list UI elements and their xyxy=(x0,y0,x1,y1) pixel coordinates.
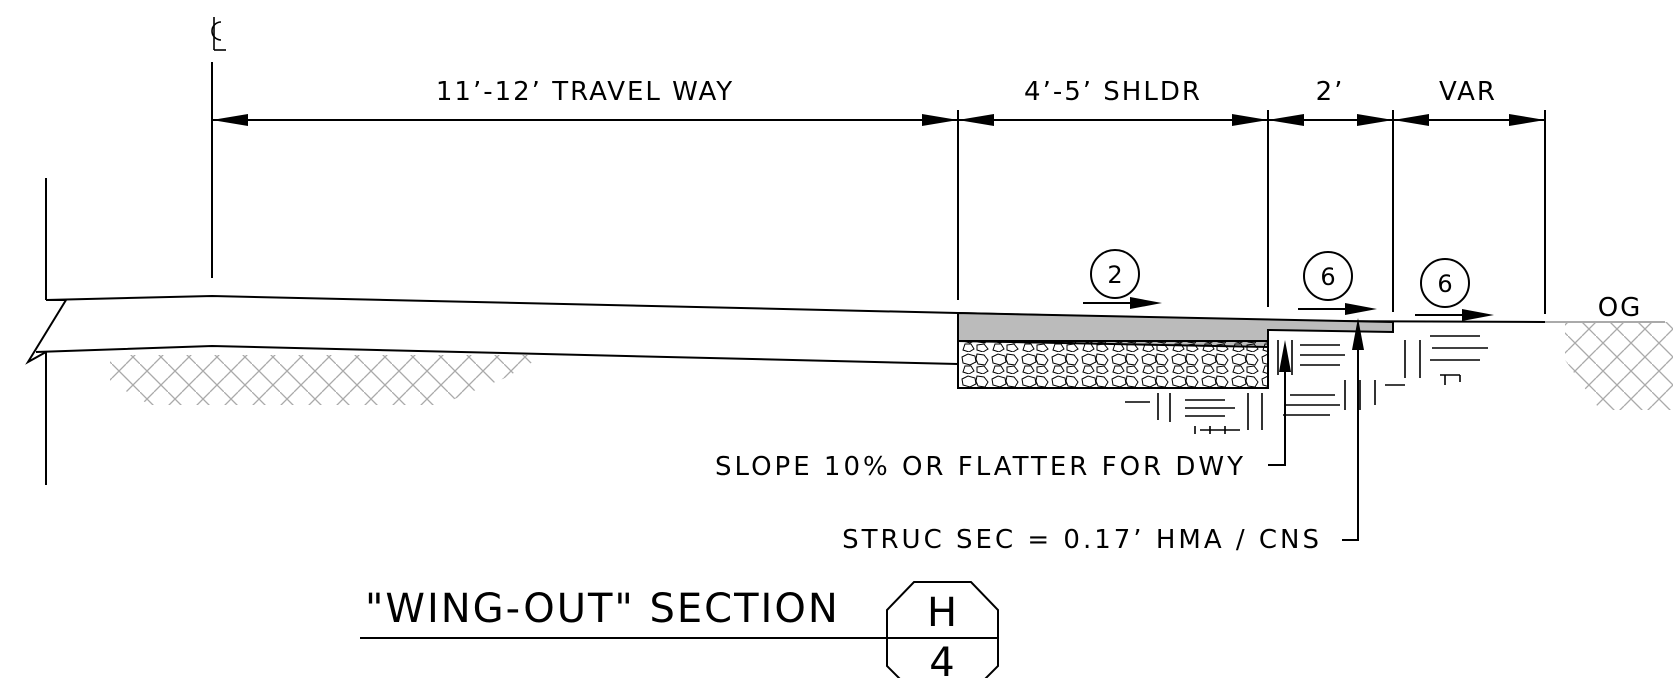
dim-travel-way-label: 11’-12’ TRAVEL WAY xyxy=(436,77,734,107)
leader-slope xyxy=(1268,340,1291,466)
extension-lines xyxy=(957,110,1546,314)
dimension-line xyxy=(212,114,1545,126)
aggregate-base xyxy=(957,340,1269,389)
slope-callout-3-text: 6 xyxy=(1437,270,1452,298)
section-tag-top: H xyxy=(927,590,959,636)
slope-callout-2: 6 xyxy=(1298,251,1377,315)
section-tag: H 4 xyxy=(886,581,999,678)
ground-hatch-right xyxy=(1565,322,1673,410)
slope-callout-1: 2 xyxy=(1083,249,1162,309)
soil-marks xyxy=(1125,335,1488,434)
centerline xyxy=(211,17,226,278)
section-tag-bottom: 4 xyxy=(929,640,956,678)
og-label: OG xyxy=(1598,293,1643,323)
struc-sec-note: STRUC SEC = 0.17’ HMA / CNS xyxy=(842,525,1322,555)
dim-var-label: VAR xyxy=(1439,77,1497,107)
slope-callout-1-text: 2 xyxy=(1107,261,1122,289)
slope-note: SLOPE 10% OR FLATTER FOR DWY xyxy=(715,452,1246,482)
section-title: "WING-OUT" SECTION xyxy=(365,586,840,632)
leader-struc xyxy=(1342,318,1364,541)
section-break-line xyxy=(25,178,68,485)
dim-two-ft-label: 2’ xyxy=(1316,77,1345,107)
dim-shoulder-label: 4’-5’ SHLDR xyxy=(1024,77,1202,107)
slope-callout-3: 6 xyxy=(1415,258,1494,321)
slope-callout-2-text: 6 xyxy=(1320,263,1335,291)
